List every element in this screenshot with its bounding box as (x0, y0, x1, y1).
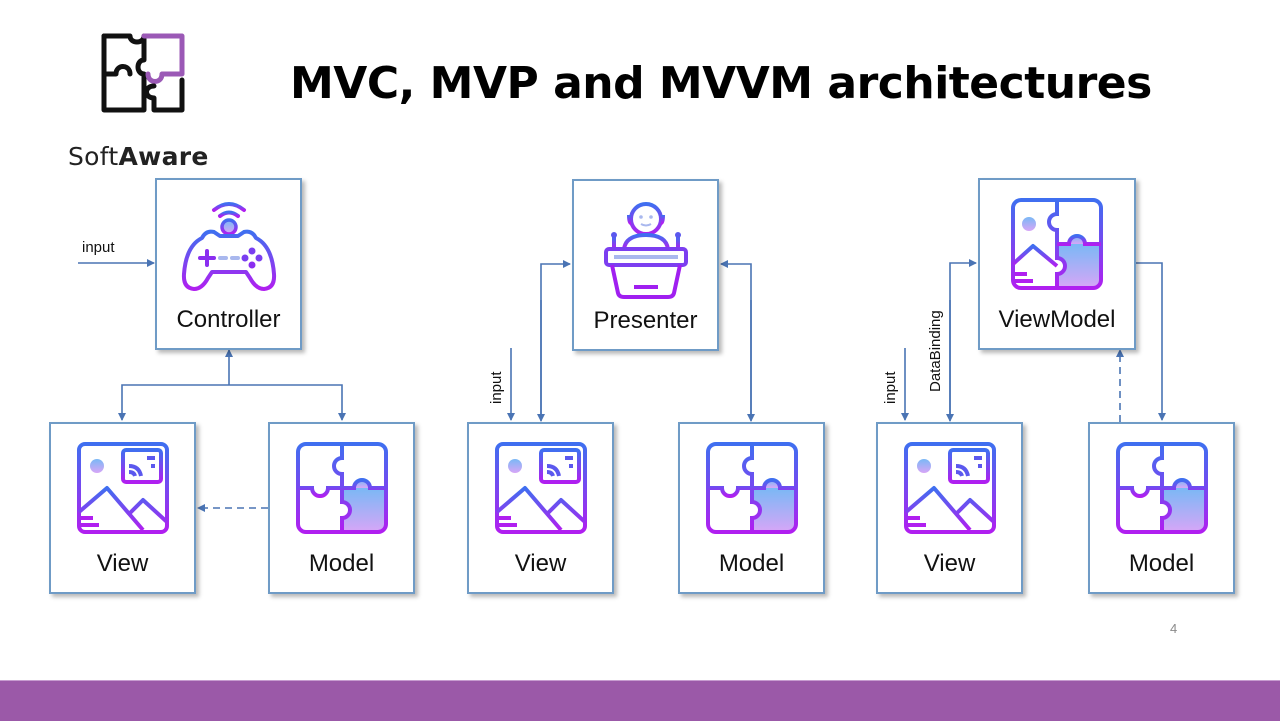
mvvm-input-label: input (882, 371, 899, 404)
mvc-model-node[interactable]: Model (268, 422, 415, 594)
mvvm-view-node[interactable]: View (876, 422, 1023, 594)
slide-title: MVC, MVP and MVVM architectures (290, 58, 1152, 109)
image-cast-icon (494, 442, 587, 534)
controller-label: Controller (176, 306, 281, 333)
page-number: 4 (1170, 621, 1178, 636)
mvp-presenter-model-arrow (720, 260, 752, 420)
presenter-label: Presenter (593, 307, 698, 334)
view-label: View (514, 550, 567, 577)
mvvm-databinding-label: DataBinding (927, 310, 944, 392)
mvc-view-node[interactable]: View (49, 422, 196, 594)
footer-bar (0, 680, 1280, 721)
model-label: Model (718, 550, 785, 577)
brand-name-light: Soft (68, 142, 119, 171)
view-label: View (96, 550, 149, 577)
mvvm-viewmodel-node[interactable]: ViewModel (978, 178, 1136, 350)
puzzle-icon (705, 442, 798, 534)
model-label: Model (308, 550, 375, 577)
mvc-input-label: input (82, 239, 115, 256)
speaker-podium-icon (603, 202, 688, 299)
mvc-controller-to-model-arrow (229, 384, 346, 421)
mvp-presenter-node[interactable]: Presenter (572, 179, 719, 351)
model-label: Model (1128, 550, 1195, 577)
mvvm-model-node[interactable]: Model (1088, 422, 1235, 594)
image-cast-icon (903, 442, 996, 534)
viewmodel-label: ViewModel (998, 306, 1116, 333)
mvp-view-node[interactable]: View (467, 422, 614, 594)
gamepad-icon (181, 202, 276, 291)
mvvm-viewmodel-to-model-arrow (1136, 262, 1166, 421)
brand-logo: SoftAware (60, 26, 230, 171)
brand-name: SoftAware (68, 142, 209, 171)
brand-name-bold: Aware (118, 142, 209, 171)
mvvm-databinding-arrow (949, 259, 977, 420)
mvc-controller-to-view-arrow (118, 384, 229, 421)
puzzle-icon (295, 442, 388, 534)
mvp-view-presenter-arrow (540, 260, 571, 420)
mvc-controller-node[interactable]: Controller (155, 178, 302, 350)
image-cast-icon (76, 442, 169, 534)
image-puzzle-icon (1011, 198, 1103, 290)
mvp-input-label: input (488, 371, 505, 404)
puzzle-logo-icon (101, 33, 185, 113)
puzzle-icon (1115, 442, 1208, 534)
mvp-model-node[interactable]: Model (678, 422, 825, 594)
view-label: View (923, 550, 976, 577)
